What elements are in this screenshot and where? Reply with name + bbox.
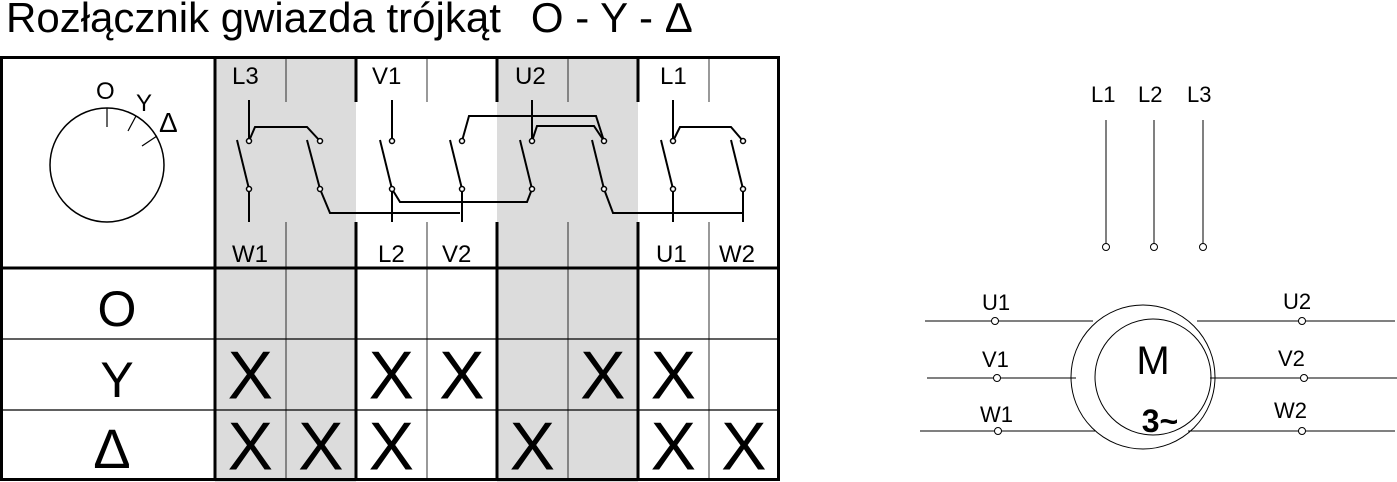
switch-mark-r2-c4: X xyxy=(510,409,555,482)
switch-mark-r2-c7: X xyxy=(721,409,766,482)
switch-mark-r2-c1: X xyxy=(298,409,343,482)
motor-terminal-u2 xyxy=(1298,317,1306,325)
motor-subtitle: 3~ xyxy=(1142,403,1178,439)
switch-mark-r1-c0: X xyxy=(228,338,273,414)
motor-label-v2: V2 xyxy=(1278,346,1305,371)
title-main: Rozłącznik gwiazda trójkąt xyxy=(6,0,501,41)
title-modes: O - Y - Δ xyxy=(530,0,693,41)
dial-label-o: O xyxy=(96,78,115,105)
contact-label-v2: V2 xyxy=(442,241,471,268)
dial-label-y: Y xyxy=(136,90,152,117)
motor-symbol: M xyxy=(1136,339,1169,383)
supply-terminal-l3 xyxy=(1199,243,1207,251)
motor-label-w1: W1 xyxy=(980,402,1013,427)
dial-tick-delta xyxy=(141,135,158,147)
motor-label-u2: U2 xyxy=(1283,289,1311,314)
supply-terminal-l1 xyxy=(1102,243,1110,251)
supply-label-l3: L3 xyxy=(1187,82,1211,107)
switch-mark-r1-c6: X xyxy=(651,338,696,414)
motor: M 3~ U1 V1 W1 U2 V2 W2 xyxy=(920,289,1397,450)
supply-terminal-l2 xyxy=(1150,243,1158,251)
supply-label-l1: L1 xyxy=(1091,82,1115,107)
contact-label-l2: L2 xyxy=(378,241,405,268)
contact-labels: L3 W1 V1 L2 V2 U2 L1 U1 W2 xyxy=(232,63,755,268)
switching-table-grid xyxy=(0,56,780,481)
motor-terminal-v1 xyxy=(993,374,1001,382)
contact-label-l3: L3 xyxy=(232,63,259,90)
motor-terminal-w2 xyxy=(1298,427,1306,435)
row-labels: O Y Δ xyxy=(93,281,136,480)
dial-label-delta: Δ xyxy=(159,107,178,138)
switch-mark-r2-c0: X xyxy=(228,409,273,482)
page-title: Rozłącznik gwiazda trójkąt O - Y - Δ xyxy=(6,0,693,42)
dial-tick-y xyxy=(127,115,137,132)
contact-wiring xyxy=(236,100,744,222)
row-label-o: O xyxy=(98,281,137,337)
motor-label-u1: U1 xyxy=(982,290,1010,315)
switch-mark-r2-c6: X xyxy=(651,409,696,482)
supply-label-l2: L2 xyxy=(1138,82,1162,107)
row-label-delta: Δ xyxy=(93,417,130,480)
switch-mark-r2-c2: X xyxy=(369,409,414,482)
motor-terminal-w1 xyxy=(994,427,1002,435)
motor-terminal-u1 xyxy=(991,317,999,325)
supply-lines: L1 L2 L3 xyxy=(1091,82,1211,251)
contact-label-v1: V1 xyxy=(372,63,401,90)
contact-nodes xyxy=(245,137,747,193)
motor-label-w2: W2 xyxy=(1274,398,1307,423)
contact-label-w1: W1 xyxy=(232,241,268,268)
switch-mark-r1-c5: X xyxy=(580,338,625,414)
selector-dial: O Y Δ xyxy=(49,78,178,223)
motor-outer-circle xyxy=(1070,304,1216,450)
switch-mark-r1-c3: X xyxy=(439,338,484,414)
motor-terminal-v2 xyxy=(1300,374,1308,382)
motor-label-v1: V1 xyxy=(982,347,1009,372)
motor-inner-circle xyxy=(1094,318,1212,436)
row-label-y: Y xyxy=(100,352,133,408)
switch-mark-r1-c2: X xyxy=(369,338,414,414)
contact-label-w2: W2 xyxy=(719,241,755,268)
contact-label-u2: U2 xyxy=(515,63,546,90)
contact-label-u1: U1 xyxy=(656,241,687,268)
contact-label-l1: L1 xyxy=(660,63,687,90)
